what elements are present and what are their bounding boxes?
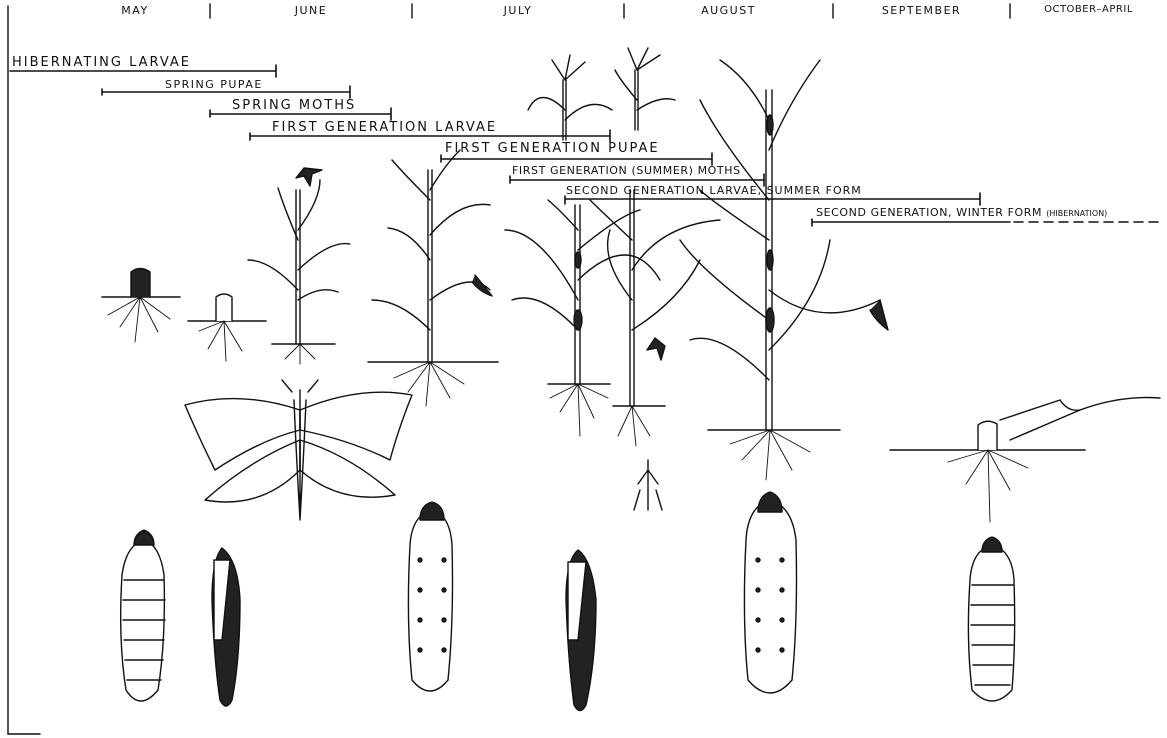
- ground-lines: [102, 297, 1085, 450]
- moths: [185, 168, 665, 520]
- label-second-gen-summer: SECOND GENERATION LARVAE, SUMMER FORM: [566, 184, 862, 197]
- label-spring-moths: SPRING MOTHS: [232, 99, 356, 112]
- label-winter-main: SECOND GENERATION, WINTER FORM: [816, 206, 1046, 219]
- label-first-gen-pupae: FIRST GENERATION PUPAE: [445, 142, 660, 155]
- label-spring-pupae: SPRING PUPAE: [165, 78, 263, 91]
- month-may: MAY: [60, 4, 210, 17]
- month-august: AUGUST: [624, 4, 833, 17]
- label-first-gen-larvae: FIRST GENERATION LARVAE: [272, 121, 497, 134]
- label-hibernating-larvae: HIBERNATING LARVAE: [12, 56, 191, 69]
- month-september: SEPTEMBER: [833, 4, 1010, 17]
- month-june: JUNE: [210, 4, 412, 17]
- larvae-and-pupae: [121, 492, 1015, 711]
- label-first-gen-moths: FIRST GENERATION (SUMMER) MOTHS: [512, 164, 741, 177]
- month-october-april: OCTOBER–APRIL: [1010, 4, 1167, 15]
- bar-second-gen-winter: [812, 219, 1010, 226]
- label-hibernation: (HIBERNATION): [1046, 209, 1107, 218]
- roots: [108, 297, 1028, 522]
- label-second-gen-winter: SECOND GENERATION, WINTER FORM (HIBERNAT…: [816, 206, 1107, 220]
- month-july: JULY: [412, 4, 624, 17]
